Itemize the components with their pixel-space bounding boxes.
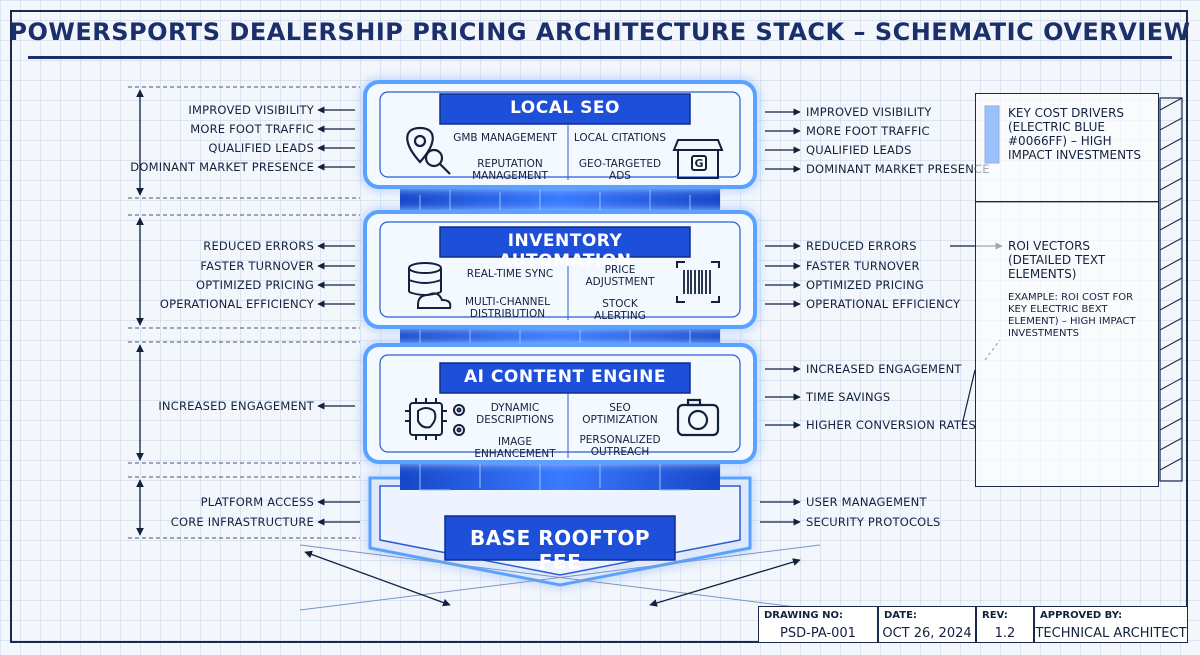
title-rule <box>28 56 1172 59</box>
right-label: QUALIFIED LEADS <box>806 143 912 157</box>
right-label: MORE FOOT TRAFFIC <box>806 124 930 138</box>
banner-inventory <box>439 226 691 258</box>
feature-gmb: GMB MANAGEMENT <box>453 132 557 144</box>
right-label: INCREASED ENGAGEMENT <box>806 362 962 376</box>
feature-citations: LOCAL CITATIONS <box>573 132 667 144</box>
title-block-value: OCT 26, 2024 <box>882 626 972 641</box>
banner-ai-content <box>439 362 691 394</box>
feature-stock-alert: STOCK ALERTING <box>594 298 646 322</box>
left-label: OPERATIONAL EFFICIENCY <box>159 297 314 311</box>
ai-chip-icon <box>405 398 447 440</box>
banner-base <box>444 515 676 561</box>
legend-roi-title: ROI VECTORS (DETAILED TEXT ELEMENTS) <box>1008 239 1106 281</box>
tier-title-base: BASE ROOFTOP FEE <box>469 526 651 574</box>
banner-local-seo <box>439 93 691 125</box>
arrows-ai-content <box>317 365 801 429</box>
right-label: OPERATIONAL EFFICIENCY <box>806 297 961 311</box>
title-block-label: REV: <box>982 610 1008 621</box>
left-label: REDUCED ERRORS <box>203 239 314 253</box>
page-title: POWERSPORTS DEALERSHIP PRICING ARCHITECT… <box>9 18 1191 46</box>
left-label: QUALIFIED LEADS <box>208 141 314 155</box>
title-block-rev: REV: 1.2 <box>976 606 1034 643</box>
feature-multichannel: MULTI-CHANNEL DISTRIBUTION <box>464 296 551 320</box>
left-label: IMPROVED VISIBILITY <box>188 103 314 117</box>
title-block-date: DATE: OCT 26, 2024 <box>878 606 976 643</box>
svg-text:G: G <box>694 157 703 170</box>
legend-roi-example: EXAMPLE: ROI COST FOR KEY ELECTRIC BEXT … <box>1008 292 1136 339</box>
left-label: INCREASED ENGAGEMENT <box>158 399 314 413</box>
tier-title-inventory: INVENTORY AUTOMATION <box>498 231 632 271</box>
camera-icon <box>676 398 720 437</box>
left-label: MORE FOOT TRAFFIC <box>190 122 314 136</box>
title-block-value: PSD-PA-001 <box>780 626 856 641</box>
dimension-lines <box>128 86 801 607</box>
feature-realtime-sync: REAL-TIME SYNC <box>466 268 554 280</box>
title-block-drawing-no: DRAWING NO: PSD-PA-001 <box>758 606 878 643</box>
left-label: OPTIMIZED PRICING <box>195 278 314 292</box>
legend-roi-box <box>975 201 1159 487</box>
tier-title-ai-content: AI CONTENT ENGINE <box>464 367 666 387</box>
title-block-label: DRAWING NO: <box>764 610 843 621</box>
right-label: FASTER TURNOVER <box>806 259 920 273</box>
title-block-approved: APPROVED BY: TECHNICAL ARCHITECT <box>1034 606 1188 643</box>
feature-image-enh: IMAGE ENHANCEMENT <box>474 436 556 460</box>
title-block-label: APPROVED BY: <box>1040 610 1123 621</box>
left-label: PLATFORM ACCESS <box>200 495 314 509</box>
title-block-value: 1.2 <box>994 626 1016 641</box>
feature-seo-opt: SEO OPTIMIZATION <box>582 402 658 426</box>
right-label: IMPROVED VISIBILITY <box>806 105 932 119</box>
right-label: USER MANAGEMENT <box>806 495 927 509</box>
right-label: TIME SAVINGS <box>806 390 891 404</box>
right-label: REDUCED ERRORS <box>806 239 917 253</box>
feature-geo-ads: GEO-TARGETED ADS <box>578 158 662 182</box>
left-label: CORE INFRASTRUCTURE <box>170 515 314 529</box>
feature-price-adjust: PRICE ADJUSTMENT <box>585 264 655 288</box>
right-label: SECURITY PROTOCOLS <box>806 515 941 529</box>
circuit-traces <box>419 190 691 491</box>
right-label: OPTIMIZED PRICING <box>806 278 925 292</box>
arrows-base <box>317 498 801 526</box>
feature-dynamic-desc: DYNAMIC DESCRIPTIONS <box>476 402 554 426</box>
arrows-local-seo <box>317 106 801 173</box>
left-label: DOMINANT MARKET PRESENCE <box>130 160 314 174</box>
drawing-frame <box>10 10 1188 643</box>
gear-icon <box>453 404 465 436</box>
map-pin-search-icon <box>406 126 451 175</box>
storefront-icon: G <box>672 139 724 179</box>
title-block-label: DATE: <box>884 610 917 621</box>
barcode-icon <box>676 261 720 303</box>
hatch-panel <box>1159 97 1183 482</box>
legend-key-text: KEY COST DRIVERS (ELECTRIC BLUE #0066FF)… <box>1008 106 1141 162</box>
arrows-inventory <box>317 242 801 308</box>
database-cloud-icon <box>408 262 452 309</box>
right-label: HIGHER CONVERSION RATES <box>806 418 977 432</box>
right-label: DOMINANT MARKET PRESENCE <box>806 162 990 176</box>
title-block-value: TECHNICAL ARCHITECT <box>1035 626 1187 641</box>
tier-title-local-seo: LOCAL SEO <box>510 98 620 118</box>
left-label: FASTER TURNOVER <box>200 259 314 273</box>
feature-reputation: REPUTATION MANAGEMENT <box>472 158 548 182</box>
feature-personalized: PERSONALIZED OUTREACH <box>579 434 661 458</box>
